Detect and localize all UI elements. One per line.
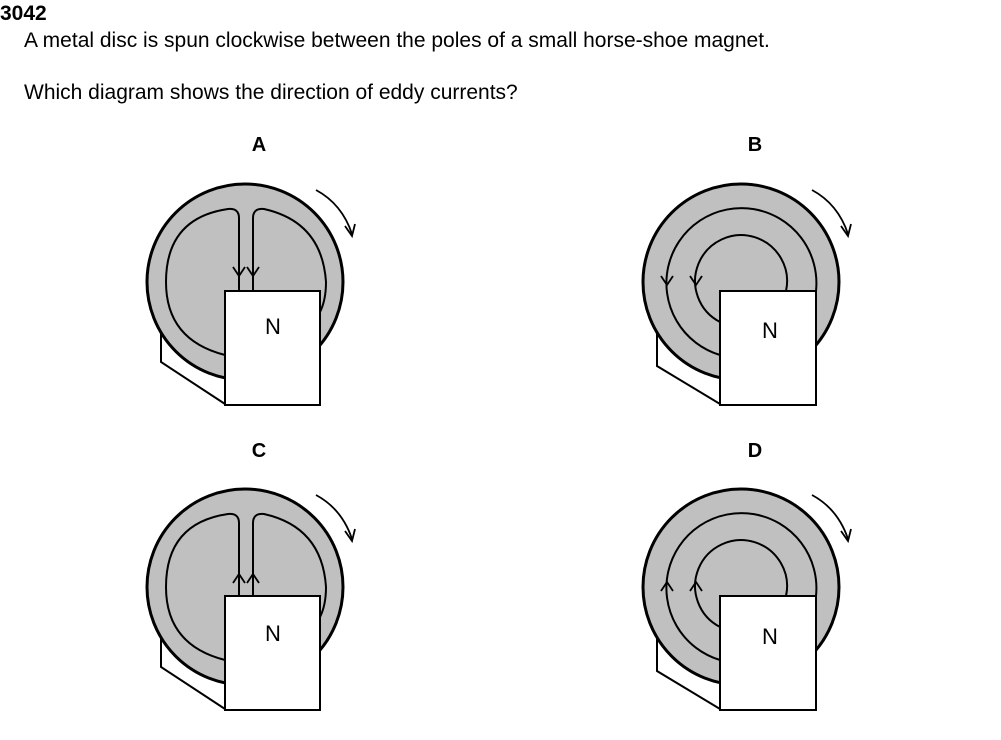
diagram-c[interactable]: N <box>145 487 356 711</box>
magnet-pole-label: N <box>265 314 281 339</box>
current-arrow-up-icon <box>246 572 260 584</box>
rotation-arrowhead-icon <box>840 223 852 239</box>
magnet-north-pole <box>224 595 321 711</box>
rotation-arrow-icon <box>811 494 849 540</box>
option-label-c[interactable]: C <box>251 440 267 462</box>
diagram-b[interactable]: N <box>641 182 852 406</box>
rotation-arrowhead-icon <box>344 223 356 239</box>
eddy-current-arc-outer <box>665 512 818 661</box>
rotation-arrow-icon <box>315 189 353 235</box>
current-arrow-down-icon <box>689 275 703 287</box>
eddy-current-loop-right <box>252 512 328 618</box>
current-arrow-up-icon <box>689 580 703 592</box>
rotation-arrow-icon <box>811 189 849 235</box>
eddy-current-loop-left <box>164 207 240 356</box>
eddy-current-loop-right <box>252 207 328 313</box>
magnet-pole-label: N <box>762 318 778 343</box>
magnet-pole-label: N <box>265 621 281 646</box>
question-number: 3042 <box>0 2 47 25</box>
eddy-current-arc-inner <box>694 539 789 628</box>
magnet-north-pole <box>224 290 321 406</box>
magnet-pole-label: N <box>762 624 778 649</box>
question-stem: A metal disc is spun clockwise between t… <box>24 29 770 52</box>
question-prompt: Which diagram shows the direction of edd… <box>24 81 518 104</box>
option-label-a[interactable]: A <box>251 134 267 156</box>
option-label-d[interactable]: D <box>747 440 763 462</box>
eddy-current-arc-outer <box>665 207 818 356</box>
current-arrow-up-icon <box>660 580 674 592</box>
rotation-arrow-icon <box>315 494 353 540</box>
eddy-current-loop-left <box>164 512 240 661</box>
current-arrow-down-icon <box>660 275 674 287</box>
eddy-current-arc-inner <box>694 234 789 323</box>
option-label-b[interactable]: B <box>747 134 763 156</box>
diagram-d[interactable]: N <box>641 487 852 711</box>
current-arrow-down-icon <box>246 266 260 278</box>
current-arrow-down-icon <box>232 266 246 278</box>
current-arrow-up-icon <box>232 572 246 584</box>
rotation-arrowhead-icon <box>840 528 852 544</box>
rotation-arrowhead-icon <box>344 528 356 544</box>
magnet-north-pole <box>719 595 817 711</box>
magnet-north-pole <box>719 290 817 406</box>
diagram-a[interactable]: N <box>145 182 356 406</box>
